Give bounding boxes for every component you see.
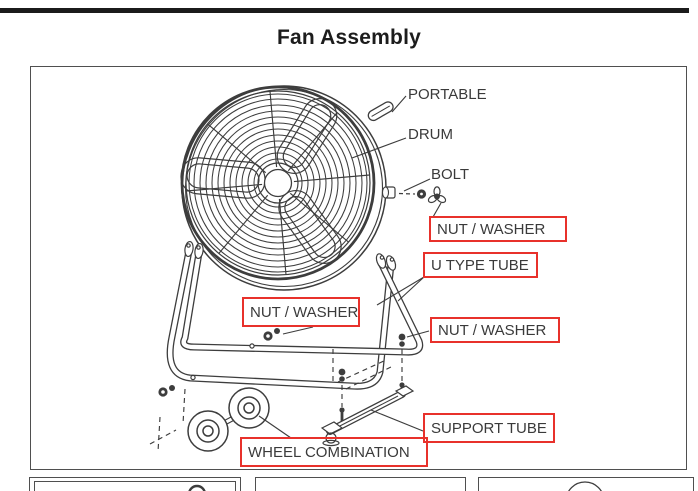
nut-washer-glyphs (158, 328, 406, 397)
tube-eyelets (184, 240, 397, 271)
label-wheel-combination: WHEEL COMBINATION (240, 437, 428, 467)
top-rule-bar (0, 8, 689, 13)
label-drum: DRUM (408, 126, 453, 143)
diagram-panel (30, 66, 687, 470)
bottom-panel-1-partial-shape (188, 484, 206, 491)
wheel-combination (187, 387, 270, 452)
bottom-panel-3-partial-circle (568, 481, 602, 491)
label-portable: PORTABLE (408, 86, 487, 103)
label-bolt: BOLT (431, 166, 470, 183)
page-title: Fan Assembly (276, 26, 421, 49)
label-nut-washer-right: NUT / WASHER (430, 317, 560, 343)
leader-lines (258, 95, 442, 439)
label-nut-washer-left: NUT / WASHER (242, 297, 360, 327)
label-support-tube: SUPPORT TUBE (423, 413, 555, 443)
fan-grille-rim (180, 85, 376, 281)
next-section-panel-2 (255, 477, 466, 491)
portable-handle-icon (367, 101, 394, 122)
fan-grille-rings (188, 93, 368, 273)
label-u-type-tube: U TYPE TUBE (423, 252, 538, 278)
dashed-guides (149, 349, 403, 453)
label-nut-washer-top: NUT / WASHER (429, 216, 567, 242)
next-section-panel-1 (29, 477, 241, 491)
u-type-tube (166, 240, 424, 390)
fan-hub (263, 168, 293, 198)
next-section-panel-3 (478, 477, 694, 491)
wing-knob-icon (427, 186, 447, 204)
next-section-panel-1-inner (34, 481, 236, 491)
bolt-assembly (381, 186, 447, 204)
support-tube (320, 385, 415, 447)
